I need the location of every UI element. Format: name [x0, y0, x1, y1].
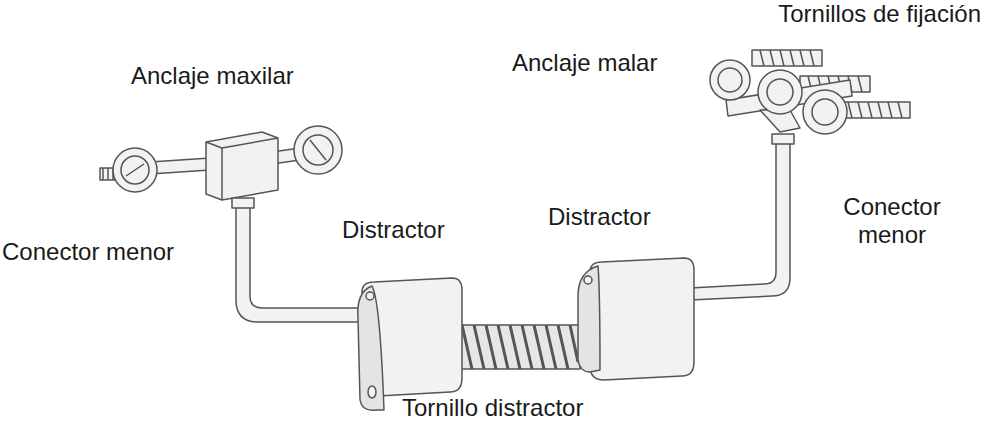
screw-head	[718, 68, 742, 92]
distractor-face	[358, 286, 384, 410]
anchor-body	[206, 132, 278, 200]
screw-head	[803, 90, 847, 134]
part-label: Distractor	[548, 203, 651, 231]
distractor-face	[578, 266, 600, 372]
distractor-hole	[584, 276, 592, 284]
part-label: Tornillo distractor	[402, 394, 583, 422]
part-label: Conector menor	[812, 193, 972, 249]
screw-slot	[310, 140, 326, 160]
screw-head	[121, 156, 149, 184]
spring-coils	[462, 325, 578, 369]
screw-head	[113, 148, 157, 192]
anchor-collar	[232, 198, 254, 208]
part-label: Anclaje malar	[512, 49, 657, 77]
distractor-hole	[366, 292, 374, 300]
screw-head	[767, 79, 793, 105]
screw-head	[812, 99, 838, 125]
part-label: Distractor	[342, 216, 445, 244]
anchor-arm	[150, 158, 210, 174]
screw-head	[303, 135, 333, 165]
part-label: Tornillos de fijación	[745, 0, 981, 28]
screw-head	[710, 60, 750, 100]
spring-core	[455, 325, 580, 369]
screw-head	[294, 126, 342, 174]
distractor-hole	[368, 386, 376, 398]
device-drawing	[100, 50, 910, 410]
part-label: Conector menor	[2, 238, 174, 266]
screw-thread	[103, 168, 113, 180]
screw-slot	[126, 164, 144, 176]
anchor-collar	[772, 134, 794, 144]
screw-head	[758, 70, 802, 114]
anchor-edge	[206, 138, 278, 200]
connector-rod	[690, 140, 790, 300]
distractor-block	[590, 258, 694, 380]
part-label: Anclaje maxilar	[131, 62, 294, 90]
